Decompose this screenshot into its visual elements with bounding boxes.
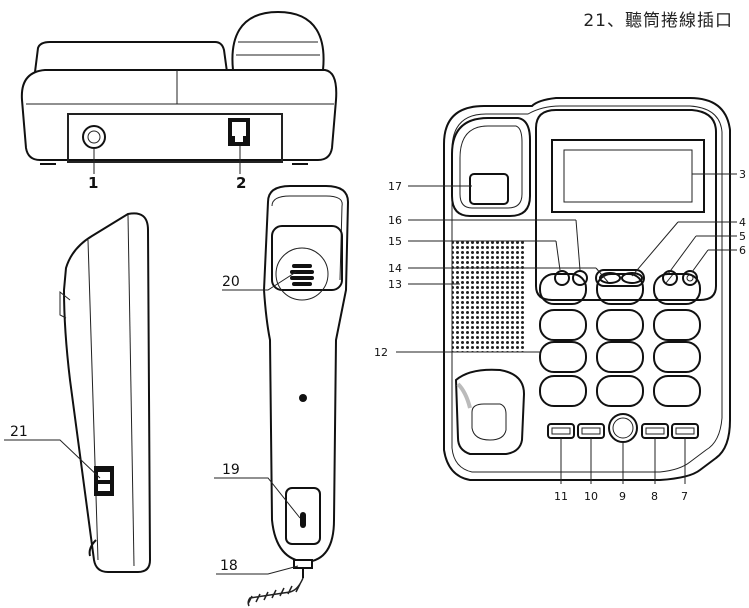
handset-view: 20 19 18 <box>214 185 350 607</box>
back-jack-panel <box>67 113 283 163</box>
label-5: 5 <box>739 230 746 243</box>
handset-cord-socket <box>285 487 321 545</box>
label-16: 16 <box>388 214 402 227</box>
keypad-key[interactable] <box>653 273 701 305</box>
label-18: 18 <box>220 558 238 574</box>
label-8: 8 <box>651 490 658 503</box>
label-1: 1 <box>88 174 98 192</box>
label-6: 6 <box>739 244 746 257</box>
keypad-key[interactable] <box>539 375 587 407</box>
side-body <box>62 212 152 573</box>
label-20: 20 <box>222 274 240 290</box>
side-view: 21 <box>4 212 152 573</box>
key-15[interactable] <box>554 270 570 286</box>
back-handset-top <box>231 10 325 71</box>
key-16[interactable] <box>572 270 588 286</box>
scroll-key-frame <box>595 269 645 287</box>
label-15: 15 <box>388 235 402 248</box>
label-9: 9 <box>619 490 626 503</box>
label-10: 10 <box>584 490 598 503</box>
label-2: 2 <box>236 174 246 192</box>
keypad-key[interactable] <box>539 273 587 305</box>
label-11: 11 <box>554 490 568 503</box>
keypad-key[interactable] <box>539 341 587 373</box>
label-12: 12 <box>374 346 388 359</box>
label-3: 3 <box>739 168 746 181</box>
keypad-key[interactable] <box>653 309 701 341</box>
label-13: 13 <box>388 278 402 291</box>
keypad-key[interactable] <box>596 309 644 341</box>
index-card-holder <box>454 368 526 455</box>
hook-switch <box>469 173 509 205</box>
label-4: 4 <box>739 216 746 229</box>
keypad-key[interactable] <box>596 375 644 407</box>
label-14: 14 <box>388 262 402 275</box>
diagram-caption: 21、聽筒捲線插口 <box>583 11 733 31</box>
label-17: 17 <box>388 180 402 193</box>
keypad-key[interactable] <box>596 341 644 373</box>
handset-cradle <box>451 117 531 217</box>
handset-screw-icon <box>299 394 307 402</box>
lcd-frame <box>551 139 705 213</box>
earpiece-grille <box>271 225 343 291</box>
keypad <box>539 273 701 407</box>
top-view: 17 16 15 14 13 12 3 4 5 6 11 10 9 8 7 <box>374 97 746 503</box>
keypad-key[interactable] <box>653 341 701 373</box>
back-top-ridge <box>33 41 229 73</box>
coil-cord-jack-icon <box>94 466 114 496</box>
earpiece-slots-icon <box>290 264 314 286</box>
keypad-key[interactable] <box>539 309 587 341</box>
label-19: 19 <box>222 462 240 478</box>
key-4[interactable] <box>621 272 643 284</box>
keypad-key[interactable] <box>596 273 644 305</box>
label-7: 7 <box>681 490 688 503</box>
back-view: 1 2 <box>20 10 338 192</box>
handset-body <box>262 185 350 564</box>
label-21: 21 <box>10 424 28 440</box>
speaker-grille <box>452 240 524 352</box>
keypad-key[interactable] <box>653 375 701 407</box>
